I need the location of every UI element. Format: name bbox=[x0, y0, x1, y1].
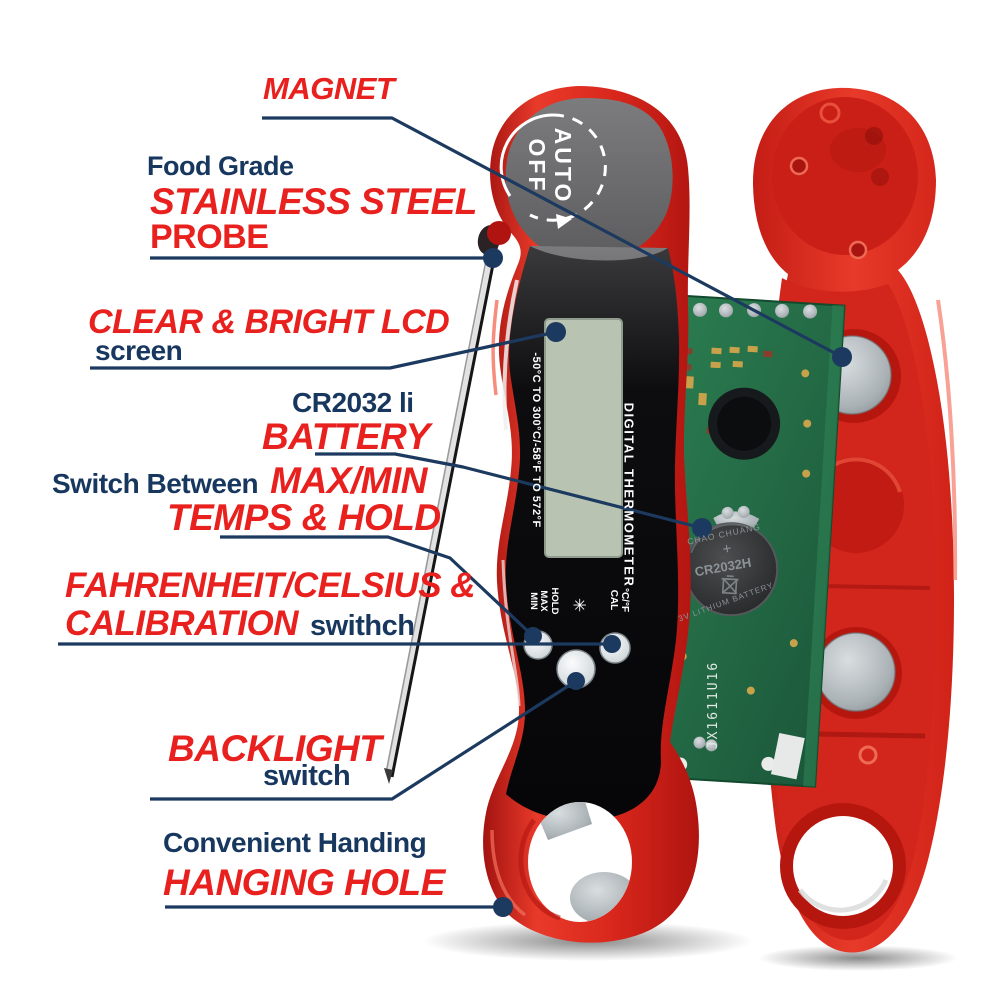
label-maxmin-row: Switch Between MAX/MIN bbox=[52, 462, 427, 500]
label-maxmin-intro: Switch Between bbox=[52, 468, 259, 499]
callout-line-magnet bbox=[262, 116, 843, 359]
callout-dot-maxmin bbox=[524, 627, 542, 645]
back-shadow bbox=[758, 945, 958, 971]
probe-hinge bbox=[487, 221, 511, 245]
label-battery: BATTERY bbox=[262, 416, 430, 457]
callout-dot-calibration bbox=[603, 635, 621, 653]
callout-dot-battery bbox=[692, 518, 712, 538]
callout-line-backlight bbox=[150, 679, 577, 801]
callout-line-maxmin bbox=[220, 535, 535, 638]
label-magnet: MAGNET bbox=[263, 71, 395, 106]
label-hanging: HANGING HOLE bbox=[163, 862, 445, 903]
label-hanging-intro: Convenient Handing bbox=[163, 827, 427, 858]
label-lcd: CLEAR & BRIGHT LCD bbox=[88, 303, 450, 341]
callout-dot-magnet bbox=[832, 347, 852, 367]
pcb-code-text: JX1611U16 bbox=[705, 660, 721, 750]
probe-needle bbox=[384, 225, 501, 784]
magnet-disc-bottom bbox=[817, 633, 895, 711]
callout-dot-hanging bbox=[493, 897, 513, 917]
lcd-screen bbox=[544, 318, 623, 558]
label-battery-intro: CR2032 li bbox=[292, 387, 414, 418]
label-maxmin-line2: TEMPS & HOLD bbox=[167, 497, 441, 538]
auto-off-dial bbox=[499, 113, 607, 229]
thermometer-front bbox=[483, 86, 699, 943]
circuit-board bbox=[647, 294, 846, 788]
product-name-text: DIGITAL THERMOMETER bbox=[621, 402, 637, 588]
label-backlight: BACKLIGHT bbox=[168, 728, 382, 769]
callout-line-lcd bbox=[90, 330, 557, 370]
label-calibration-row: CALIBRATION swithch bbox=[65, 604, 415, 643]
callout-dots bbox=[483, 248, 852, 917]
backlight-icon: ✳ bbox=[568, 597, 589, 613]
no-trash-icon bbox=[721, 575, 739, 595]
label-calibration-suffix: swithch bbox=[310, 610, 415, 642]
callout-line-battery bbox=[315, 452, 703, 530]
auto-off-text: AUTO OFF bbox=[524, 127, 576, 205]
hold-max-min-label: HOLD MAX MIN bbox=[527, 587, 560, 615]
label-lcd-suffix: screen bbox=[95, 335, 183, 366]
label-calibration-line1: FAHRENHEIT/CELSIUS & bbox=[65, 566, 476, 605]
cf-cal-label: °C/°F CAL bbox=[608, 587, 631, 613]
label-calibration-line2: CALIBRATION bbox=[65, 604, 299, 643]
back-head-cavity bbox=[772, 97, 918, 255]
label-backlight-suffix: switch bbox=[263, 760, 351, 792]
callout-dot-lcd bbox=[546, 322, 566, 342]
callout-lines bbox=[58, 116, 843, 909]
label-probe-line1: STAINLESS STEEL bbox=[150, 181, 477, 222]
label-maxmin-line1: MAX/MIN bbox=[270, 460, 427, 501]
callout-dot-backlight bbox=[567, 672, 585, 690]
label-probe-line2: PROBE bbox=[150, 218, 269, 256]
callout-dot-probe bbox=[483, 248, 503, 268]
label-probe-intro: Food Grade bbox=[147, 151, 294, 181]
temp-range-text: -50°C TO 300°C/-58°F TO 572°F bbox=[530, 352, 543, 528]
coin-battery bbox=[685, 523, 778, 616]
